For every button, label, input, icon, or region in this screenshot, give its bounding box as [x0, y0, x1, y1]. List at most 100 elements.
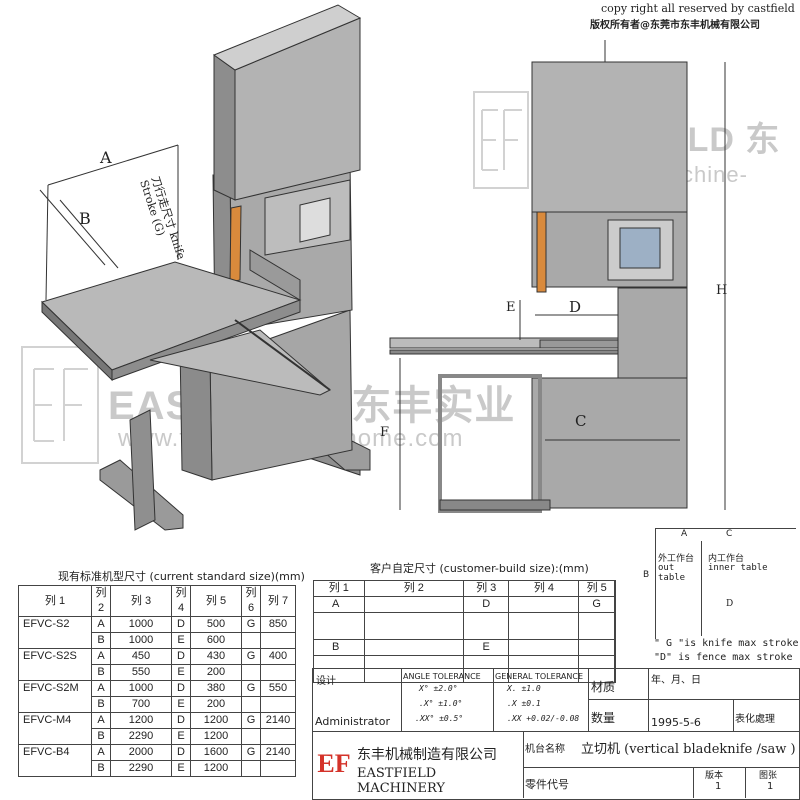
- sheet-value: 1: [767, 781, 774, 792]
- cell: [614, 612, 616, 640]
- cell: [313, 655, 365, 683]
- cell: A: [91, 648, 111, 665]
- side-elevation-view: [389, 40, 726, 513]
- cell: A: [91, 712, 111, 729]
- cell: A: [91, 680, 111, 697]
- general-tol-1: X. ±1.0: [507, 684, 541, 693]
- cell: B: [91, 664, 111, 681]
- cell: D: [171, 616, 191, 633]
- cell: 2290: [110, 760, 172, 777]
- cell: 400: [260, 648, 296, 665]
- cell: [463, 655, 510, 683]
- cell: 200: [190, 696, 242, 713]
- cell: 850: [260, 616, 296, 633]
- cell: G: [241, 680, 261, 697]
- cell: [578, 612, 615, 640]
- cell: [313, 612, 365, 640]
- cell: [260, 664, 296, 681]
- col-header: 列 5: [190, 585, 242, 617]
- cell: [508, 639, 580, 656]
- dim-label-H-side: H: [716, 283, 728, 298]
- material-label: 材质: [591, 680, 616, 694]
- angle-tol-1: X° ±2.0°: [419, 684, 458, 693]
- version-label: 版本: [705, 771, 724, 781]
- angle-tol-2: .X° ±1.0°: [419, 699, 463, 708]
- outer-table-cn: 外工作台: [658, 554, 695, 564]
- cell: [614, 639, 616, 656]
- cell: [260, 632, 296, 649]
- quantity-label: 数量: [591, 711, 616, 725]
- cell: [241, 632, 261, 649]
- dim-label-A-iso: A: [100, 148, 112, 167]
- cell: [241, 760, 261, 777]
- general-tol-3: .XX +0.02/-0.08: [507, 714, 580, 723]
- company-cell: EF 东丰机械制造有限公司 EASTFIELD MACHINERY: [313, 732, 524, 798]
- cell: E: [463, 639, 510, 656]
- cell: E: [171, 664, 191, 681]
- col-header: 列 6: [241, 585, 261, 617]
- cell: 450: [110, 648, 172, 665]
- cell: [363, 612, 465, 640]
- cell: E: [171, 632, 191, 649]
- custom-table-title: 客户自定尺寸 (customer-build size):(mm): [370, 562, 589, 575]
- design-cell: 设计 Administrator: [313, 669, 402, 731]
- date-label: 年、月、日: [651, 675, 701, 686]
- cell: D: [171, 648, 191, 665]
- date-cell: 1995-5-6: [648, 699, 734, 732]
- cell: 2140: [260, 712, 296, 729]
- copyright-cn: 版权所有者@东莞市东丰机械有限公司: [590, 20, 760, 31]
- inset-diagram: A C 外工作台 out table 内工作台 inner table D: [655, 528, 796, 639]
- cell: E: [171, 760, 191, 777]
- company-name-en: EASTFIELD MACHINERY: [357, 766, 445, 796]
- cell: 1000: [110, 632, 172, 649]
- company-logo: EF: [317, 749, 351, 778]
- inset-row-b: B: [643, 570, 650, 580]
- cell: 1200: [110, 712, 172, 729]
- cell: E: [171, 728, 191, 745]
- cell: A: [313, 596, 365, 613]
- title-block: 设计 Administrator ANGLE TOLERANCE X° ±2.0…: [312, 668, 800, 800]
- designer-name: Administrator: [315, 715, 390, 728]
- cell: 1200: [190, 712, 242, 729]
- col-header: 列 5: [578, 580, 615, 597]
- cell: 1200: [190, 728, 242, 745]
- cell: 2290: [110, 728, 172, 745]
- inset-col-c: C: [726, 529, 733, 539]
- model-name: EFVC-S2: [18, 616, 92, 649]
- dim-label-C-side: C: [575, 412, 587, 430]
- cell: B: [91, 760, 111, 777]
- angle-tol-title: ANGLE TOLERANCE: [403, 672, 481, 681]
- cell: G: [241, 712, 261, 729]
- cell: [260, 760, 296, 777]
- cell: 700: [110, 696, 172, 713]
- table-header-row: 列 1 列 2 列 3 列 4 列 5: [313, 580, 616, 597]
- title-divider: [313, 731, 799, 732]
- cell: 380: [190, 680, 242, 697]
- watermark-logo-left: [21, 346, 99, 464]
- cell: [508, 612, 580, 640]
- model-name: EFVC-S2M: [18, 680, 92, 713]
- cell: G: [241, 616, 261, 633]
- date-value: 1995-5-6: [651, 716, 701, 729]
- dim-label-E-side: E: [506, 300, 516, 315]
- col-header: 列 3: [110, 585, 172, 617]
- cell: 1200: [190, 760, 242, 777]
- general-tol-2: .X ±0.1: [507, 699, 541, 708]
- quantity-cell: 数量: [588, 699, 649, 731]
- col-header: 列 7: [260, 585, 296, 617]
- cell: B: [91, 632, 111, 649]
- table-header-row: 列 1 列 2 列 3 列 4 列 5 列 6 列 7: [18, 585, 296, 617]
- model-name: EFVC-B4: [18, 744, 92, 777]
- dim-label-B-iso: B: [79, 209, 91, 228]
- cell: B: [91, 728, 111, 745]
- machine-name: 立切机 (vertical bladeknife /saw ): [581, 742, 796, 757]
- model-name: EFVC-M4: [18, 712, 92, 745]
- isometric-view: [39, 4, 371, 531]
- cell: [363, 596, 465, 613]
